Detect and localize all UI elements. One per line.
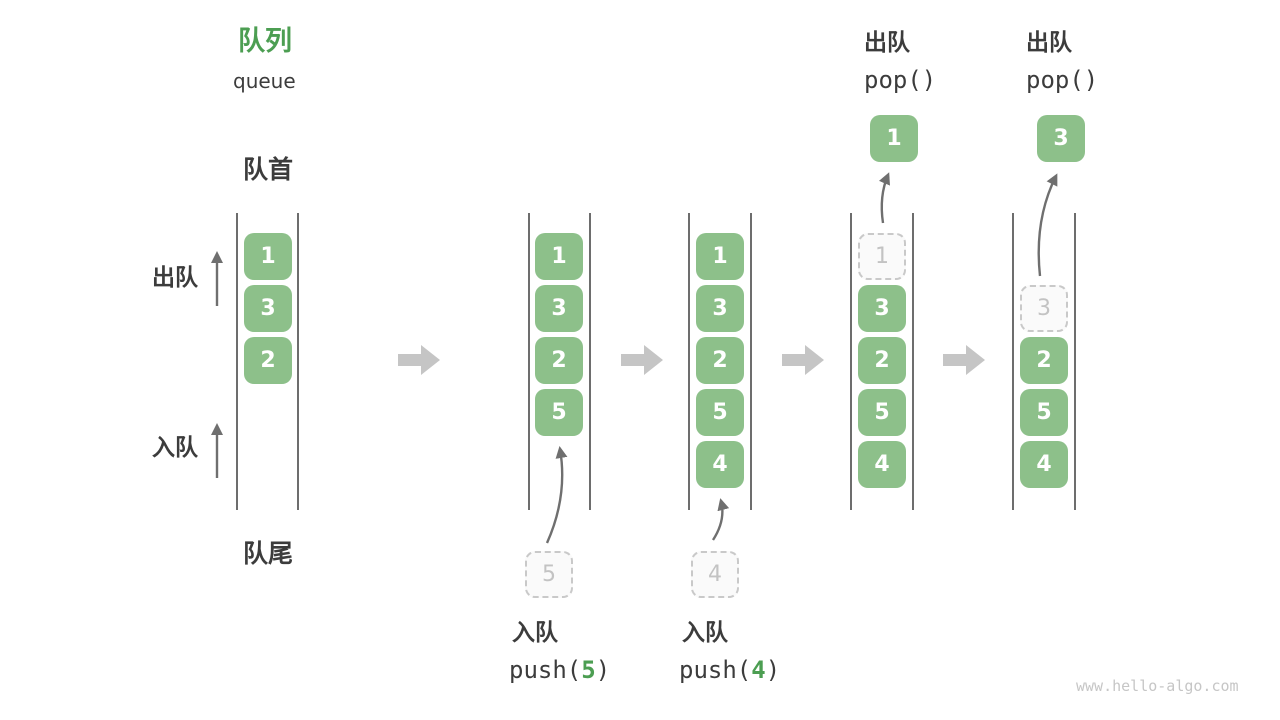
queue-item: 2 xyxy=(244,337,292,384)
ghost-slot: 3 xyxy=(1020,285,1068,332)
pop-code-label: pop() xyxy=(1026,66,1099,94)
queue-item: 3 xyxy=(696,285,744,332)
dequeue-side-label: 出队 xyxy=(152,265,198,291)
popped-item: 3 xyxy=(1037,115,1085,162)
pop-arrow-icon xyxy=(878,172,890,224)
push-arrow-icon xyxy=(545,446,568,544)
push-fn: push( xyxy=(679,656,752,684)
pop-code-label: pop() xyxy=(864,66,937,94)
push-arg: 4 xyxy=(751,656,766,684)
ghost-slot: 1 xyxy=(858,233,906,280)
queue-item: 2 xyxy=(696,337,744,384)
enqueue-op-label: 入队 xyxy=(512,620,558,646)
page-title: 队列 xyxy=(238,26,292,57)
enqueue-op-label: 入队 xyxy=(682,620,728,646)
staged-item: 4 xyxy=(691,551,739,598)
push-close: ) xyxy=(765,656,781,684)
push-arrow-icon xyxy=(711,498,730,541)
push-fn: push( xyxy=(509,656,582,684)
queue-item: 1 xyxy=(244,233,292,280)
popped-item: 1 xyxy=(870,115,918,162)
step-arrow-icon xyxy=(782,345,824,375)
queue-walls xyxy=(236,213,1076,510)
enqueue-side-label: 入队 xyxy=(152,435,198,461)
queue-item: 3 xyxy=(858,285,906,332)
queue-item: 5 xyxy=(535,389,583,436)
step-arrow-icon xyxy=(943,345,985,375)
dequeue-op-label: 出队 xyxy=(864,30,910,56)
push-code-label: push(5) xyxy=(509,658,610,682)
queue-item: 5 xyxy=(858,389,906,436)
push-close: ) xyxy=(595,656,611,684)
watermark: www.hello-algo.com xyxy=(1076,677,1239,695)
queue-item: 4 xyxy=(1020,441,1068,488)
queue-item: 2 xyxy=(535,337,583,384)
queue-item: 3 xyxy=(535,285,583,332)
page-subtitle: queue xyxy=(233,69,296,93)
pop-arrow-icon xyxy=(1037,173,1058,277)
step-arrow-icon xyxy=(398,345,440,375)
queue-item: 2 xyxy=(1020,337,1068,384)
queue-item: 5 xyxy=(1020,389,1068,436)
queue-rear-label: 队尾 xyxy=(243,539,294,568)
step-arrow-icon xyxy=(621,345,663,375)
queue-item: 2 xyxy=(858,337,906,384)
queue-item: 1 xyxy=(696,233,744,280)
queue-item: 4 xyxy=(696,441,744,488)
queue-front-label: 队首 xyxy=(243,155,294,184)
staged-item: 5 xyxy=(525,551,573,598)
queue-item: 1 xyxy=(535,233,583,280)
queue-item: 4 xyxy=(858,441,906,488)
queue-item: 5 xyxy=(696,389,744,436)
queue-item: 3 xyxy=(244,285,292,332)
push-code-label: push(4) xyxy=(679,658,780,682)
push-arg: 5 xyxy=(581,656,596,684)
dequeue-op-label: 出队 xyxy=(1026,30,1072,56)
